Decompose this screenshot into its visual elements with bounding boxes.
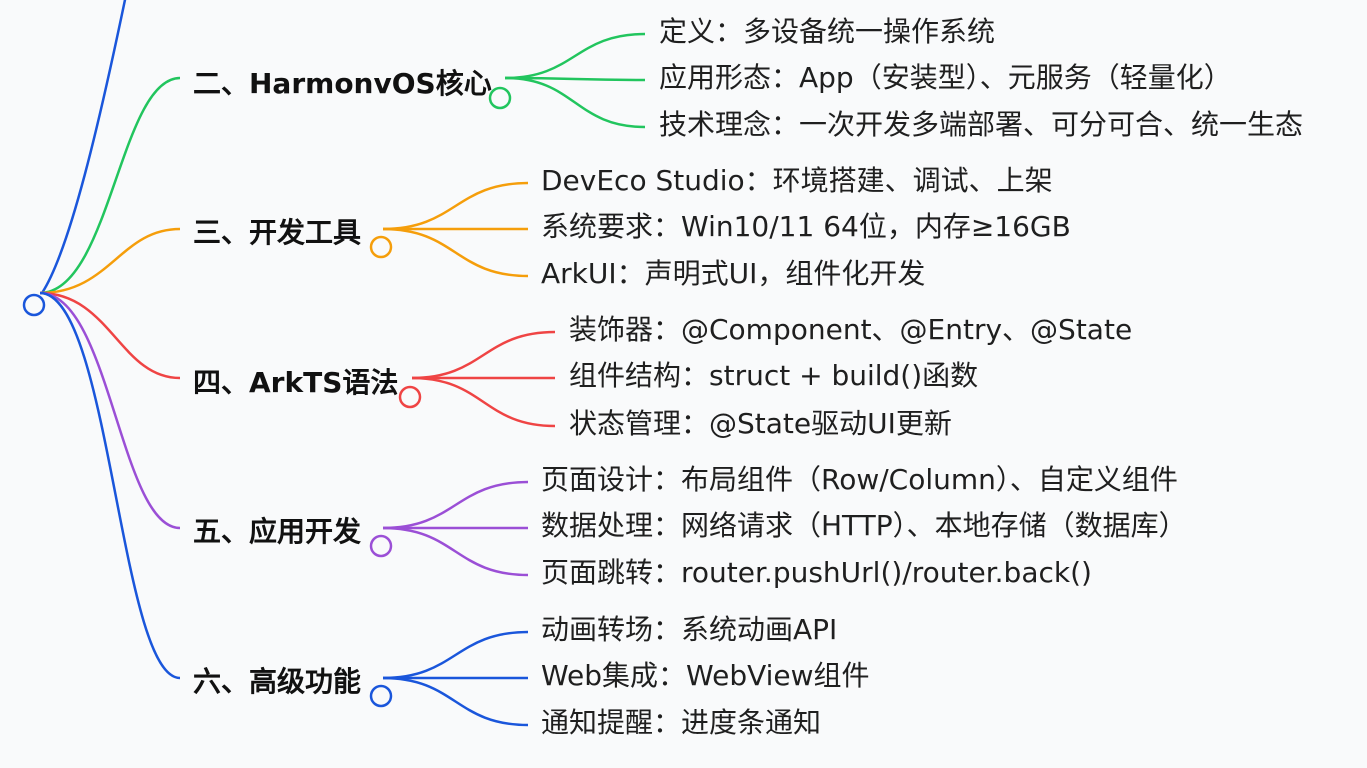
branch-3-leaf-3: ArkUI：声明式UI，组件化开发 <box>541 257 926 290</box>
branch-3-node <box>369 235 393 259</box>
branch-3-leaf-1: DevEco Studio：环境搭建、调试、上架 <box>541 164 1053 197</box>
branch-5-leaf-3: 页面跳转：router.pushUrl()/router.back() <box>541 556 1092 589</box>
branch-4-connector <box>39 291 181 380</box>
branch-6-node <box>369 684 393 708</box>
branch-6-leaf-3: 通知提醒：进度条通知 <box>541 706 822 739</box>
branch-5-leaf-3-connector <box>382 526 529 577</box>
branch-4-leaf-3-connector <box>411 376 556 428</box>
branch-6-leaf-3-connector <box>382 676 529 727</box>
branch-4-node <box>398 385 422 409</box>
branch-6-title: 六、高级功能 <box>193 665 362 698</box>
branch-2-connector <box>39 76 181 295</box>
branch-5-leaf-1-connector <box>382 480 529 530</box>
branch-5-leaf-2: 数据处理：网络请求（HTTP）、本地存储（数据库） <box>541 509 1187 542</box>
branch-3-title: 三、开发工具 <box>193 216 362 249</box>
root-branch-offscreen <box>40 0 127 294</box>
branch-3-connector <box>39 227 181 295</box>
branch-4-leaf-3: 状态管理：@State驱动UI更新 <box>569 407 952 440</box>
branch-5-title: 五、应用开发 <box>193 515 362 548</box>
branch-5-connector <box>39 291 181 530</box>
branch-3-leaf-1-connector <box>382 181 529 231</box>
root-node <box>22 293 46 317</box>
branch-6-connector <box>39 291 181 680</box>
branch-6-leaf-2: Web集成：WebView组件 <box>541 659 870 692</box>
branch-6-leaf-1: 动画转场：系统动画API <box>541 613 838 646</box>
branch-3-leaf-3-connector <box>382 227 529 278</box>
branch-2-leaf-3-connector <box>504 76 646 129</box>
branch-2-leaf-1-connector <box>504 32 646 80</box>
branch-2-node <box>488 86 512 110</box>
branch-2-leaf-1: 定义：多设备统一操作系统 <box>659 15 996 48</box>
branch-4-leaf-1: 装饰器：@Component、@Entry、@State <box>569 313 1133 346</box>
branch-5-leaf-1: 页面设计：布局组件（Row/Column）、自定义组件 <box>541 463 1178 496</box>
branch-5-node <box>369 534 393 558</box>
branch-4-leaf-2: 组件结构：struct + build()函数 <box>569 359 979 392</box>
branch-2-leaf-2-connector <box>504 76 646 82</box>
branch-2-leaf-3: 技术理念：一次开发多端部署、可分可合、统一生态 <box>659 108 1304 141</box>
branch-4-title: 四、ArkTS语法 <box>193 366 399 399</box>
branch-6-leaf-1-connector <box>382 630 529 680</box>
branch-2-title: 二、HarmonvOS核心 <box>193 67 492 100</box>
branch-4-leaf-1-connector <box>411 330 556 380</box>
branch-2-leaf-2: 应用形态：App（安装型）、元服务（轻量化） <box>659 61 1232 94</box>
branch-3-leaf-2: 系统要求：Win10/11 64位，内存≥16GB <box>541 210 1071 243</box>
